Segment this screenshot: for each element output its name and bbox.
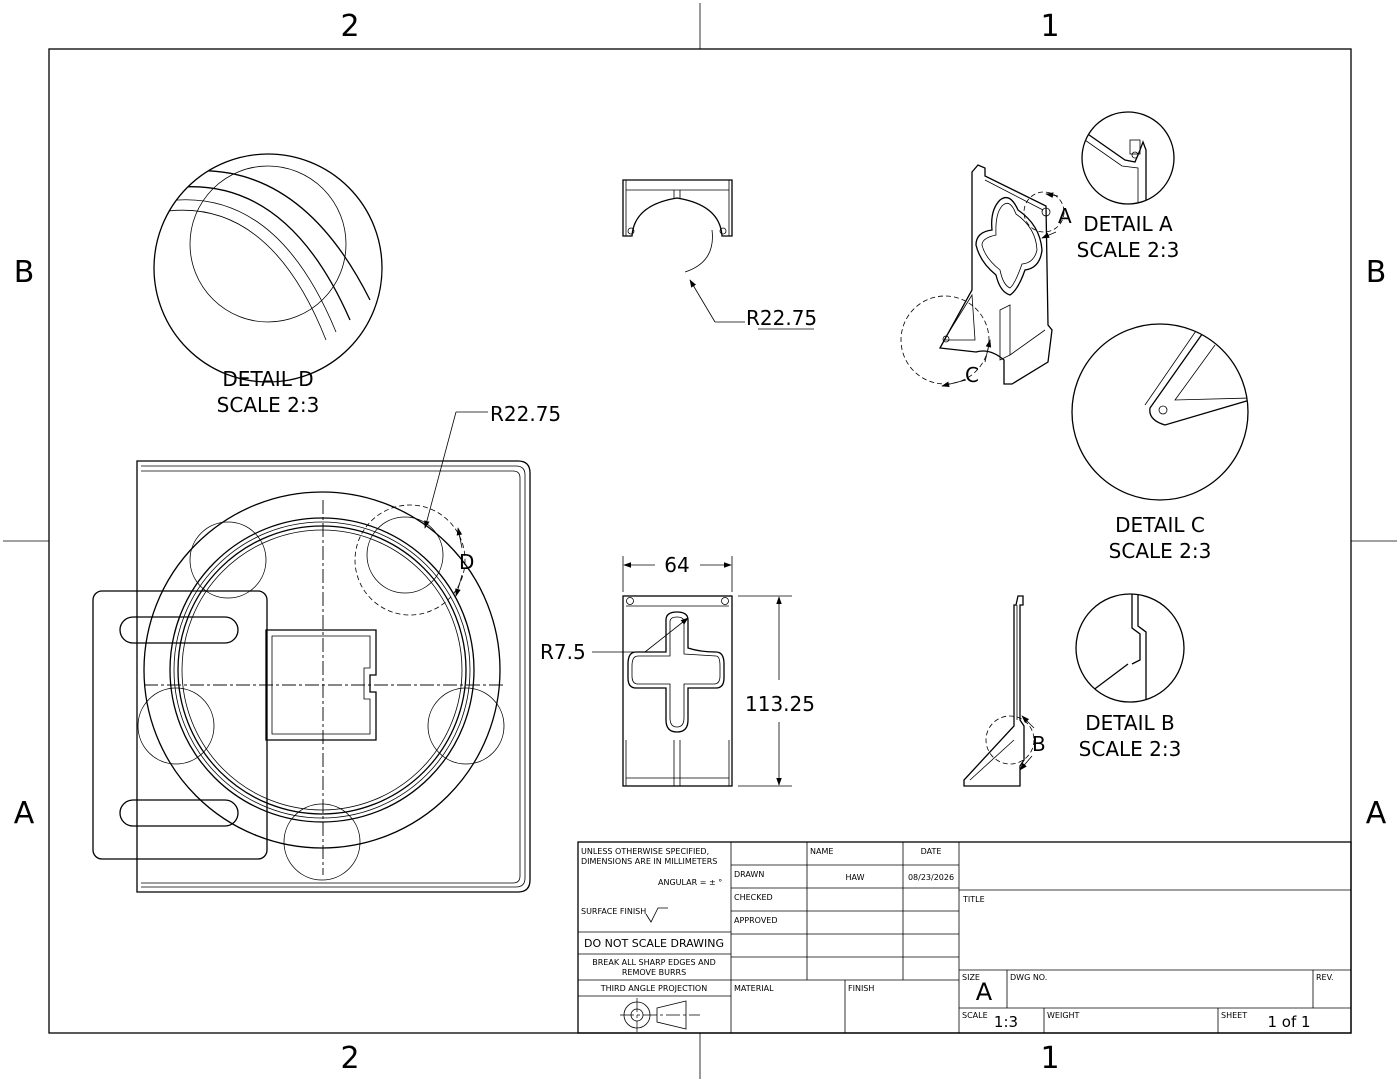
- zone-bottom-1: 1: [1040, 1041, 1059, 1076]
- zone-right-a: A: [1366, 796, 1387, 831]
- weight-label: WEIGHT: [1047, 1011, 1080, 1020]
- marker-a: A: [1058, 204, 1072, 228]
- approved-label: APPROVED: [734, 916, 778, 925]
- tolerance-note-line2: DIMENSIONS ARE IN MILLIMETERS: [581, 857, 717, 866]
- name-header: NAME: [810, 847, 833, 856]
- front-view: 64 113.25 R7.5: [540, 553, 815, 787]
- drawn-date: 08/23/2026: [908, 873, 954, 882]
- burrs-note-line2: REMOVE BURRS: [622, 968, 686, 977]
- main-radius-label: R22.75: [490, 402, 561, 426]
- checked-label: CHECKED: [734, 893, 773, 902]
- rev-label: REV.: [1316, 973, 1334, 982]
- third-angle-projection-icon: [620, 998, 700, 1032]
- drawn-name: HAW: [846, 873, 865, 882]
- surface-finish-label: SURFACE FINISH: [581, 907, 646, 916]
- surface-finish-icon: [645, 907, 668, 923]
- finish-label: FINISH: [848, 984, 874, 993]
- tolerance-note-line1: UNLESS OTHERWISE SPECIFIED,: [581, 847, 709, 856]
- zone-bottom-2: 2: [340, 1041, 359, 1076]
- zone-left-a: A: [14, 796, 35, 831]
- scale-value: 1:3: [994, 1013, 1018, 1031]
- detail-b-title: DETAIL B: [1085, 711, 1175, 735]
- sheet-label: SHEET: [1221, 1011, 1247, 1020]
- marker-b: B: [1032, 732, 1046, 756]
- height-dimension: 113.25: [745, 692, 815, 716]
- detail-c-scale: SCALE 2:3: [1109, 539, 1212, 563]
- burrs-note-line1: BREAK ALL SHARP EDGES AND: [592, 958, 716, 967]
- side-view: B: [963, 595, 1046, 787]
- detail-d-title: DETAIL D: [222, 367, 313, 391]
- scale-label: SCALE: [962, 1011, 988, 1020]
- size-value: A: [976, 978, 993, 1006]
- projection-label: THIRD ANGLE PROJECTION: [600, 984, 707, 993]
- zone-right-b: B: [1366, 255, 1387, 290]
- marker-d: D: [459, 550, 474, 574]
- zone-left-b: B: [14, 255, 35, 290]
- detail-c-view: DETAIL C SCALE 2:3: [1071, 323, 1249, 563]
- detail-a-view: DETAIL A SCALE 2:3: [1077, 111, 1180, 262]
- top-radius-label: R22.75: [746, 306, 817, 330]
- do-not-scale-note: DO NOT SCALE DRAWING: [584, 937, 724, 950]
- isometric-view: A C: [900, 164, 1072, 387]
- size-label: SIZE: [962, 973, 980, 982]
- corner-radius-label: R7.5: [540, 640, 586, 664]
- detail-a-title: DETAIL A: [1083, 212, 1173, 236]
- width-dimension: 64: [664, 553, 689, 577]
- marker-c: C: [965, 363, 979, 387]
- material-label: MATERIAL: [734, 984, 774, 993]
- detail-a-scale: SCALE 2:3: [1077, 238, 1180, 262]
- drawn-label: DRAWN: [734, 870, 764, 879]
- date-header: DATE: [921, 847, 942, 856]
- detail-b-scale: SCALE 2:3: [1079, 737, 1182, 761]
- detail-d-scale: SCALE 2:3: [217, 393, 320, 417]
- zone-labels: 2 1 2 1 B A B A: [14, 9, 1387, 1076]
- top-view: R22.75: [622, 179, 817, 330]
- sheet-value: 1 of 1: [1267, 1013, 1310, 1031]
- detail-c-title: DETAIL C: [1115, 513, 1205, 537]
- angular-tolerance: ANGULAR = ± °: [658, 878, 722, 887]
- title-label: TITLE: [962, 895, 985, 904]
- zone-top-1: 1: [1040, 9, 1059, 44]
- detail-d-view: DETAIL D SCALE 2:3: [153, 153, 383, 417]
- dwg-no-label: DWG NO.: [1010, 973, 1047, 982]
- title-block: UNLESS OTHERWISE SPECIFIED, DIMENSIONS A…: [577, 841, 1352, 1034]
- detail-b-view: DETAIL B SCALE 2:3: [1075, 593, 1185, 761]
- zone-top-2: 2: [340, 9, 359, 44]
- main-view: R22.75 D: [92, 402, 561, 893]
